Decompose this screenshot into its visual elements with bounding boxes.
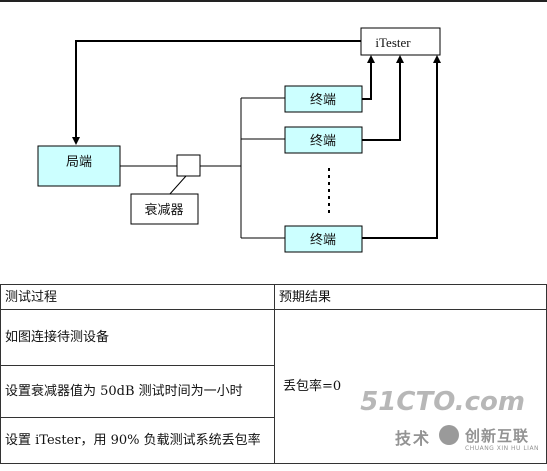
terminal-node-3: 终端 [284, 225, 363, 253]
itester-node: iTester [360, 27, 441, 56]
itester-to-local-line [72, 40, 361, 145]
top-rule [0, 0, 547, 2]
local-end-label: 局端 [66, 155, 92, 170]
table-row: 设置 iTester，用 90% 负载测试系统丢包率 [0, 417, 547, 464]
test-case-table: 测试过程 预期结果 如图连接待测设备 丢包率=0 设置衰减器值为 50dB 测试… [0, 284, 547, 464]
network-diagram: iTester 局端 衰减器 终端 终端 终端 [37, 27, 441, 253]
terminal-label-2: 终端 [310, 133, 336, 149]
step-cell: 如图连接待测设备 [0, 309, 275, 366]
terminal-node-1: 终端 [284, 85, 363, 113]
table-row: 如图连接待测设备 丢包率=0 [0, 309, 547, 464]
terminal-2-to-itester-arrow [362, 55, 404, 141]
header-expected: 预期结果 [274, 284, 547, 310]
attenuator-label-box: 衰减器 [130, 193, 199, 225]
expected-result-cell: 丢包率=0 [274, 309, 547, 464]
step-cell: 设置衰减器值为 50dB 测试时间为一小时 [0, 365, 275, 418]
local-end-node: 局端 [37, 145, 121, 187]
attenuator-label: 衰减器 [144, 202, 183, 218]
header-process: 测试过程 [0, 284, 275, 310]
terminal-label-1: 终端 [310, 92, 336, 108]
terminal-3-to-itester-arrow [362, 55, 441, 239]
table-header-row: 测试过程 预期结果 [0, 284, 547, 310]
attenuator-pointer [168, 175, 187, 196]
terminal-label-3: 终端 [310, 232, 336, 248]
attenuator-block [176, 154, 201, 177]
table-row: 设置衰减器值为 50dB 测试时间为一小时 [0, 365, 547, 418]
terminal-node-2: 终端 [284, 126, 363, 154]
step-cell: 设置 iTester，用 90% 负载测试系统丢包率 [0, 417, 275, 464]
terminal-1-to-itester-arrow [362, 55, 375, 100]
itester-label: iTester [375, 35, 411, 50]
